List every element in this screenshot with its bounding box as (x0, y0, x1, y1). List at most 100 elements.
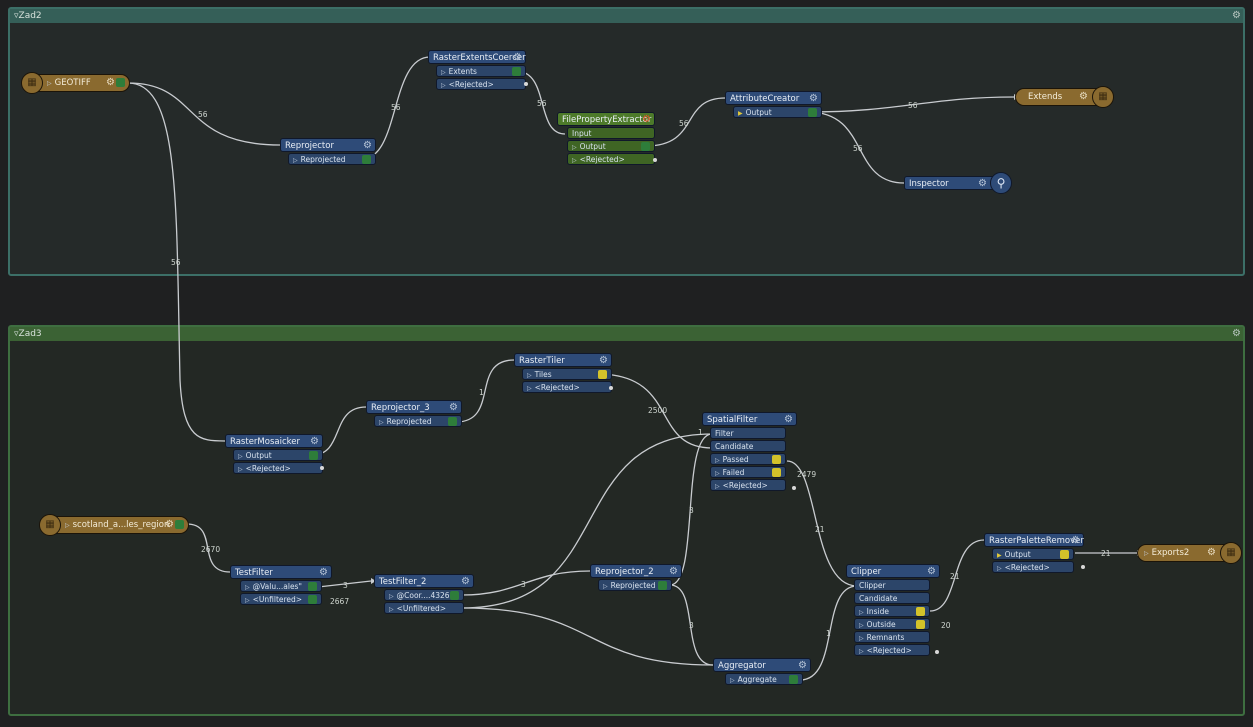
reader-scotland[interactable]: ▦ ▷scotland_a...les_region ⚙ (39, 514, 189, 536)
inspect-icon[interactable] (308, 582, 317, 591)
output-port[interactable]: ▶Output (992, 548, 1074, 560)
transformer-header[interactable]: RasterTiler⚙ (514, 353, 612, 367)
wire[interactable] (455, 359, 515, 423)
gear-icon[interactable]: ⚙ (513, 52, 522, 63)
transformer-header[interactable]: AttributeCreator⚙ (725, 91, 822, 105)
output-port[interactable]: ▷<Unfiltered> (240, 593, 322, 605)
writer-extends[interactable]: Extends ⚙ ▦ (1015, 86, 1114, 108)
wire[interactable] (461, 433, 713, 609)
bookmark-zad2[interactable]: ▿Zad2 ⚙ (8, 7, 1245, 276)
inspect-icon[interactable] (450, 591, 459, 600)
inspect-icon[interactable] (772, 468, 781, 477)
transformer-test-filter[interactable]: TestFilter⚙ ▷@Valu...ales" ▷<Unfiltered> (230, 565, 332, 605)
inspect-icon[interactable] (362, 155, 371, 164)
rejected-port[interactable]: ▷<Rejected> (233, 462, 323, 474)
gear-icon[interactable]: ⚙ (1071, 535, 1080, 546)
transformer-header[interactable]: RasterPaletteRemover⚙ (984, 533, 1084, 547)
wire[interactable] (461, 570, 591, 596)
gear-icon[interactable]: ⚙ (927, 566, 936, 577)
transformer-attribute-creator[interactable]: AttributeCreator⚙ ▶Output (725, 91, 822, 118)
output-port[interactable]: ▷Reprojected (288, 153, 376, 165)
transformer-reprojector-2[interactable]: Reprojector_2⚙ ▷Reprojected (590, 564, 682, 591)
transformer-raster-tiler[interactable]: RasterTiler⚙ ▷Tiles ▷<Rejected> (514, 353, 612, 393)
gear-icon[interactable]: ⚙ (165, 519, 174, 530)
gear-icon[interactable]: ⚙ (978, 178, 987, 189)
rejected-port[interactable]: ▷<Rejected> (567, 153, 655, 165)
inspect-icon[interactable] (308, 595, 317, 604)
transformer-reprojector[interactable]: Reprojector⚙ ▷Reprojected (280, 138, 376, 165)
writer-exports2[interactable]: ▷Exports2 ⚙ ▦ (1137, 542, 1242, 564)
input-port[interactable]: Candidate (710, 440, 786, 452)
gear-icon[interactable]: ⚙ (310, 436, 319, 447)
gear-icon[interactable]: ⚙ (461, 576, 470, 587)
reader-geotiff[interactable]: ▦ ▷GEOTIFF ⚙ (21, 72, 130, 94)
gear-icon[interactable]: ⚙ (599, 355, 608, 366)
input-port[interactable]: Filter (710, 427, 786, 439)
inspect-icon[interactable] (641, 142, 650, 151)
output-port[interactable]: ▷Extents (436, 65, 526, 77)
output-port[interactable]: ▷@Valu...ales" (240, 580, 322, 592)
output-port[interactable]: ▶Output (733, 106, 822, 118)
output-port[interactable]: ▷Aggregate (725, 673, 803, 685)
gear-icon[interactable]: ⚙ (798, 660, 807, 671)
output-port[interactable]: ▷Remnants (854, 631, 930, 643)
wire[interactable] (461, 607, 714, 666)
inspect-icon[interactable] (772, 455, 781, 464)
gear-icon[interactable]: ⚙ (1207, 547, 1216, 558)
inspect-icon[interactable] (808, 108, 817, 117)
wire[interactable] (645, 97, 726, 147)
inspect-icon[interactable] (116, 78, 125, 87)
wire[interactable] (807, 111, 905, 184)
output-port[interactable]: ▷Passed (710, 453, 786, 465)
wire[interactable] (799, 585, 858, 681)
inspect-icon[interactable] (512, 67, 521, 76)
transformer-header[interactable]: Reprojector⚙ (280, 138, 376, 152)
transformer-reprojector-3[interactable]: Reprojector_3⚙ ▷Reprojected (366, 400, 462, 427)
output-port[interactable]: ▷Outside (854, 618, 930, 630)
rejected-port[interactable]: ▷<Rejected> (854, 644, 930, 656)
gear-icon[interactable]: ⚙ (1232, 10, 1241, 21)
input-port[interactable]: Candidate (854, 592, 930, 604)
transformer-header[interactable]: Clipper⚙ (846, 564, 940, 578)
output-port[interactable]: ▷Failed (710, 466, 786, 478)
transformer-header[interactable]: SpatialFilter⚙ (702, 412, 797, 426)
inspect-icon[interactable] (598, 370, 607, 379)
output-port[interactable]: ▷Inside (854, 605, 930, 617)
output-port[interactable]: ▷Reprojected (598, 579, 672, 591)
rejected-port[interactable]: ▷<Rejected> (710, 479, 786, 491)
wire[interactable] (929, 539, 985, 612)
transformer-header[interactable]: Reprojector_2⚙ (590, 564, 682, 578)
transformer-header[interactable]: RasterMosaicker⚙ (225, 434, 323, 448)
output-port[interactable]: ▷Output (233, 449, 323, 461)
gear-icon[interactable]: ⚙ (669, 566, 678, 577)
rejected-port[interactable]: ▷<Rejected> (522, 381, 612, 393)
inspect-icon[interactable] (916, 620, 925, 629)
bookmark-zad3[interactable]: ▿Zad3 ⚙ (8, 325, 1245, 716)
inspect-icon[interactable] (1060, 550, 1069, 559)
output-port[interactable]: ▷Output (567, 140, 655, 152)
wire[interactable] (596, 373, 713, 449)
inspect-icon[interactable] (448, 417, 457, 426)
wire[interactable] (669, 433, 713, 586)
gear-icon[interactable]: ⚙ (1232, 328, 1241, 339)
gear-icon[interactable]: ⚙ (106, 77, 115, 88)
transformer-header[interactable]: TestFilter_2⚙ (374, 574, 474, 588)
output-port[interactable]: ▷Reprojected (374, 415, 462, 427)
gear-icon[interactable]: ⚙ (809, 93, 818, 104)
output-port[interactable]: ▷<Unfiltered> (384, 602, 464, 614)
transformer-header[interactable]: Inspector⚙ (904, 176, 1000, 190)
output-port[interactable]: ▷@Coor....4326 (384, 589, 464, 601)
transformer-header[interactable]: Aggregator⚙ (713, 658, 811, 672)
transformer-aggregator[interactable]: Aggregator⚙ ▷Aggregate (713, 658, 811, 685)
magnifier-icon[interactable]: ⚲ (990, 172, 1012, 194)
bookmark-header[interactable]: ▿Zad2 ⚙ (10, 9, 1243, 23)
inspect-icon[interactable] (916, 607, 925, 616)
gear-icon[interactable]: ⚙ (319, 567, 328, 578)
gear-icon[interactable]: ⚙ (363, 140, 372, 151)
wire[interactable] (127, 82, 226, 442)
wire[interactable] (127, 82, 281, 146)
inspect-icon[interactable] (175, 520, 184, 529)
transformer-header[interactable]: Reprojector_3⚙ (366, 400, 462, 414)
transformer-raster-mosaicker[interactable]: RasterMosaicker⚙ ▷Output ▷<Rejected> (225, 434, 323, 474)
wire[interactable] (186, 523, 231, 573)
